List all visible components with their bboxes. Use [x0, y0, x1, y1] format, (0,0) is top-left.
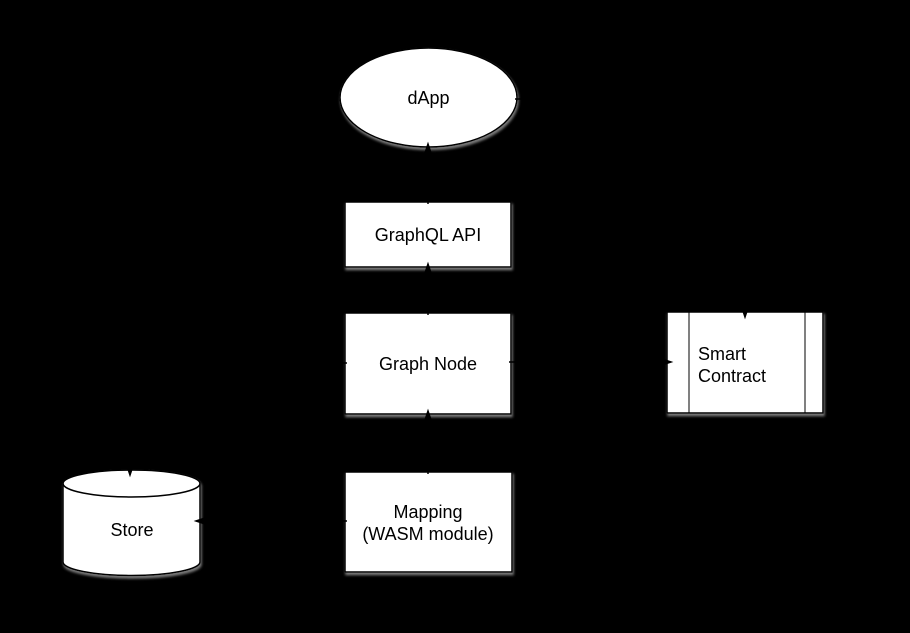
edge-graph-node-to-smart-contract — [509, 356, 674, 368]
arrowhead-down-icon — [739, 304, 751, 320]
dapp-label: dApp — [407, 88, 449, 108]
store-label: Store — [110, 520, 153, 540]
graphql-api-rect-shape — [344, 201, 512, 268]
node-mapping: Mapping (WASM module) — [344, 471, 513, 573]
arrowhead-up-icon — [422, 408, 434, 424]
store-cylinder-rim — [62, 483, 201, 498]
smart-contract-label-line1: Smart — [698, 344, 746, 364]
graphql-api-label: GraphQL API — [375, 225, 481, 245]
store-cylinder-body — [62, 469, 201, 577]
node-dapp: dApp — [339, 47, 518, 148]
edge-graph-node-to-store — [124, 362, 347, 478]
edge-graphql-api-to-dapp — [422, 141, 434, 204]
arrowhead-down-icon — [124, 462, 136, 478]
edge-graph-node-to-graphql-api — [422, 261, 434, 315]
node-smart-contract: Smart Contract — [666, 311, 824, 414]
edge-line — [129, 362, 347, 464]
smart-contract-label-line2: Contract — [698, 366, 766, 386]
arrowhead-up-icon — [422, 141, 434, 157]
graph-node-label: Graph Node — [379, 354, 477, 374]
edge-mapping-to-graph-node — [422, 408, 434, 474]
mapping-label-line1: Mapping — [393, 502, 462, 522]
edge-mapping-to-store — [193, 515, 347, 527]
mapping-rect-shape — [344, 471, 513, 573]
mapping-label-line2: (WASM module) — [362, 524, 493, 544]
node-graphql-api: GraphQL API — [344, 201, 512, 268]
arrowhead-right-icon — [658, 356, 674, 368]
edge-dapp-to-smart-contract — [515, 98, 751, 320]
edge-line — [515, 98, 746, 306]
arrowhead-left-icon — [193, 515, 209, 527]
arrowhead-up-icon — [422, 261, 434, 277]
node-store: Store — [62, 469, 201, 577]
node-graph-node: Graph Node — [344, 312, 512, 415]
smart-contract-rect-shape — [666, 311, 824, 414]
